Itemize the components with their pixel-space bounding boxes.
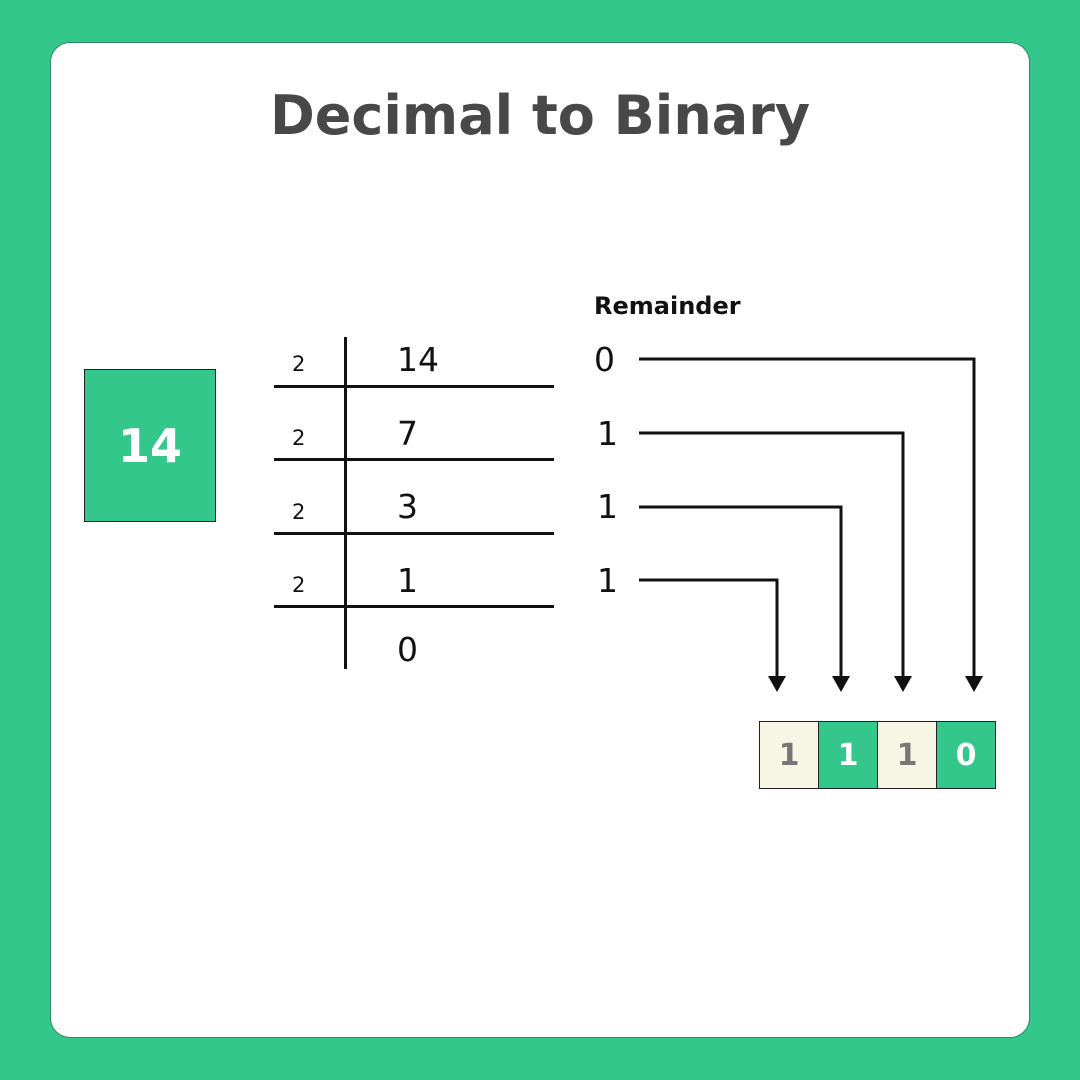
ladder-line-1: [274, 385, 554, 388]
final-quotient: 0: [397, 630, 418, 669]
remainder-4: 1: [597, 561, 618, 600]
ladder-line-4: [274, 605, 554, 608]
remainder-3: 1: [597, 487, 618, 526]
quotient-4: 1: [397, 561, 418, 600]
binary-digit-2: 1: [818, 721, 878, 789]
arrow-remainder-2: [639, 431, 905, 678]
remainder-2: 1: [597, 414, 618, 453]
diagram-card: [50, 42, 1030, 1038]
quotient-2: 7: [397, 414, 418, 453]
quotient-3: 3: [397, 487, 418, 526]
remainder-header: Remainder: [594, 292, 741, 320]
divisor-4: 2: [292, 573, 306, 597]
decimal-value-box: 14: [84, 369, 216, 522]
arrow-remainder-1: [639, 357, 976, 678]
page-title: Decimal to Binary: [269, 84, 811, 147]
ladder-vertical-line: [344, 337, 347, 669]
ladder-line-3: [274, 532, 554, 535]
divisor-2: 2: [292, 426, 306, 450]
remainder-1: 0: [594, 340, 615, 379]
arrowhead-4: [768, 676, 786, 692]
arrow-remainder-3: [639, 505, 843, 678]
binary-digit-3: 1: [877, 721, 937, 789]
ladder-line-2: [274, 458, 554, 461]
divisor-3: 2: [292, 500, 306, 524]
divisor-1: 2: [292, 352, 306, 376]
binary-digit-4: 0: [936, 721, 996, 789]
arrowhead-3: [832, 676, 850, 692]
binary-digit-1: 1: [759, 721, 819, 789]
arrowhead-2: [894, 676, 912, 692]
arrow-remainder-4: [639, 578, 779, 678]
quotient-1: 14: [397, 340, 439, 379]
arrowhead-1: [965, 676, 983, 692]
